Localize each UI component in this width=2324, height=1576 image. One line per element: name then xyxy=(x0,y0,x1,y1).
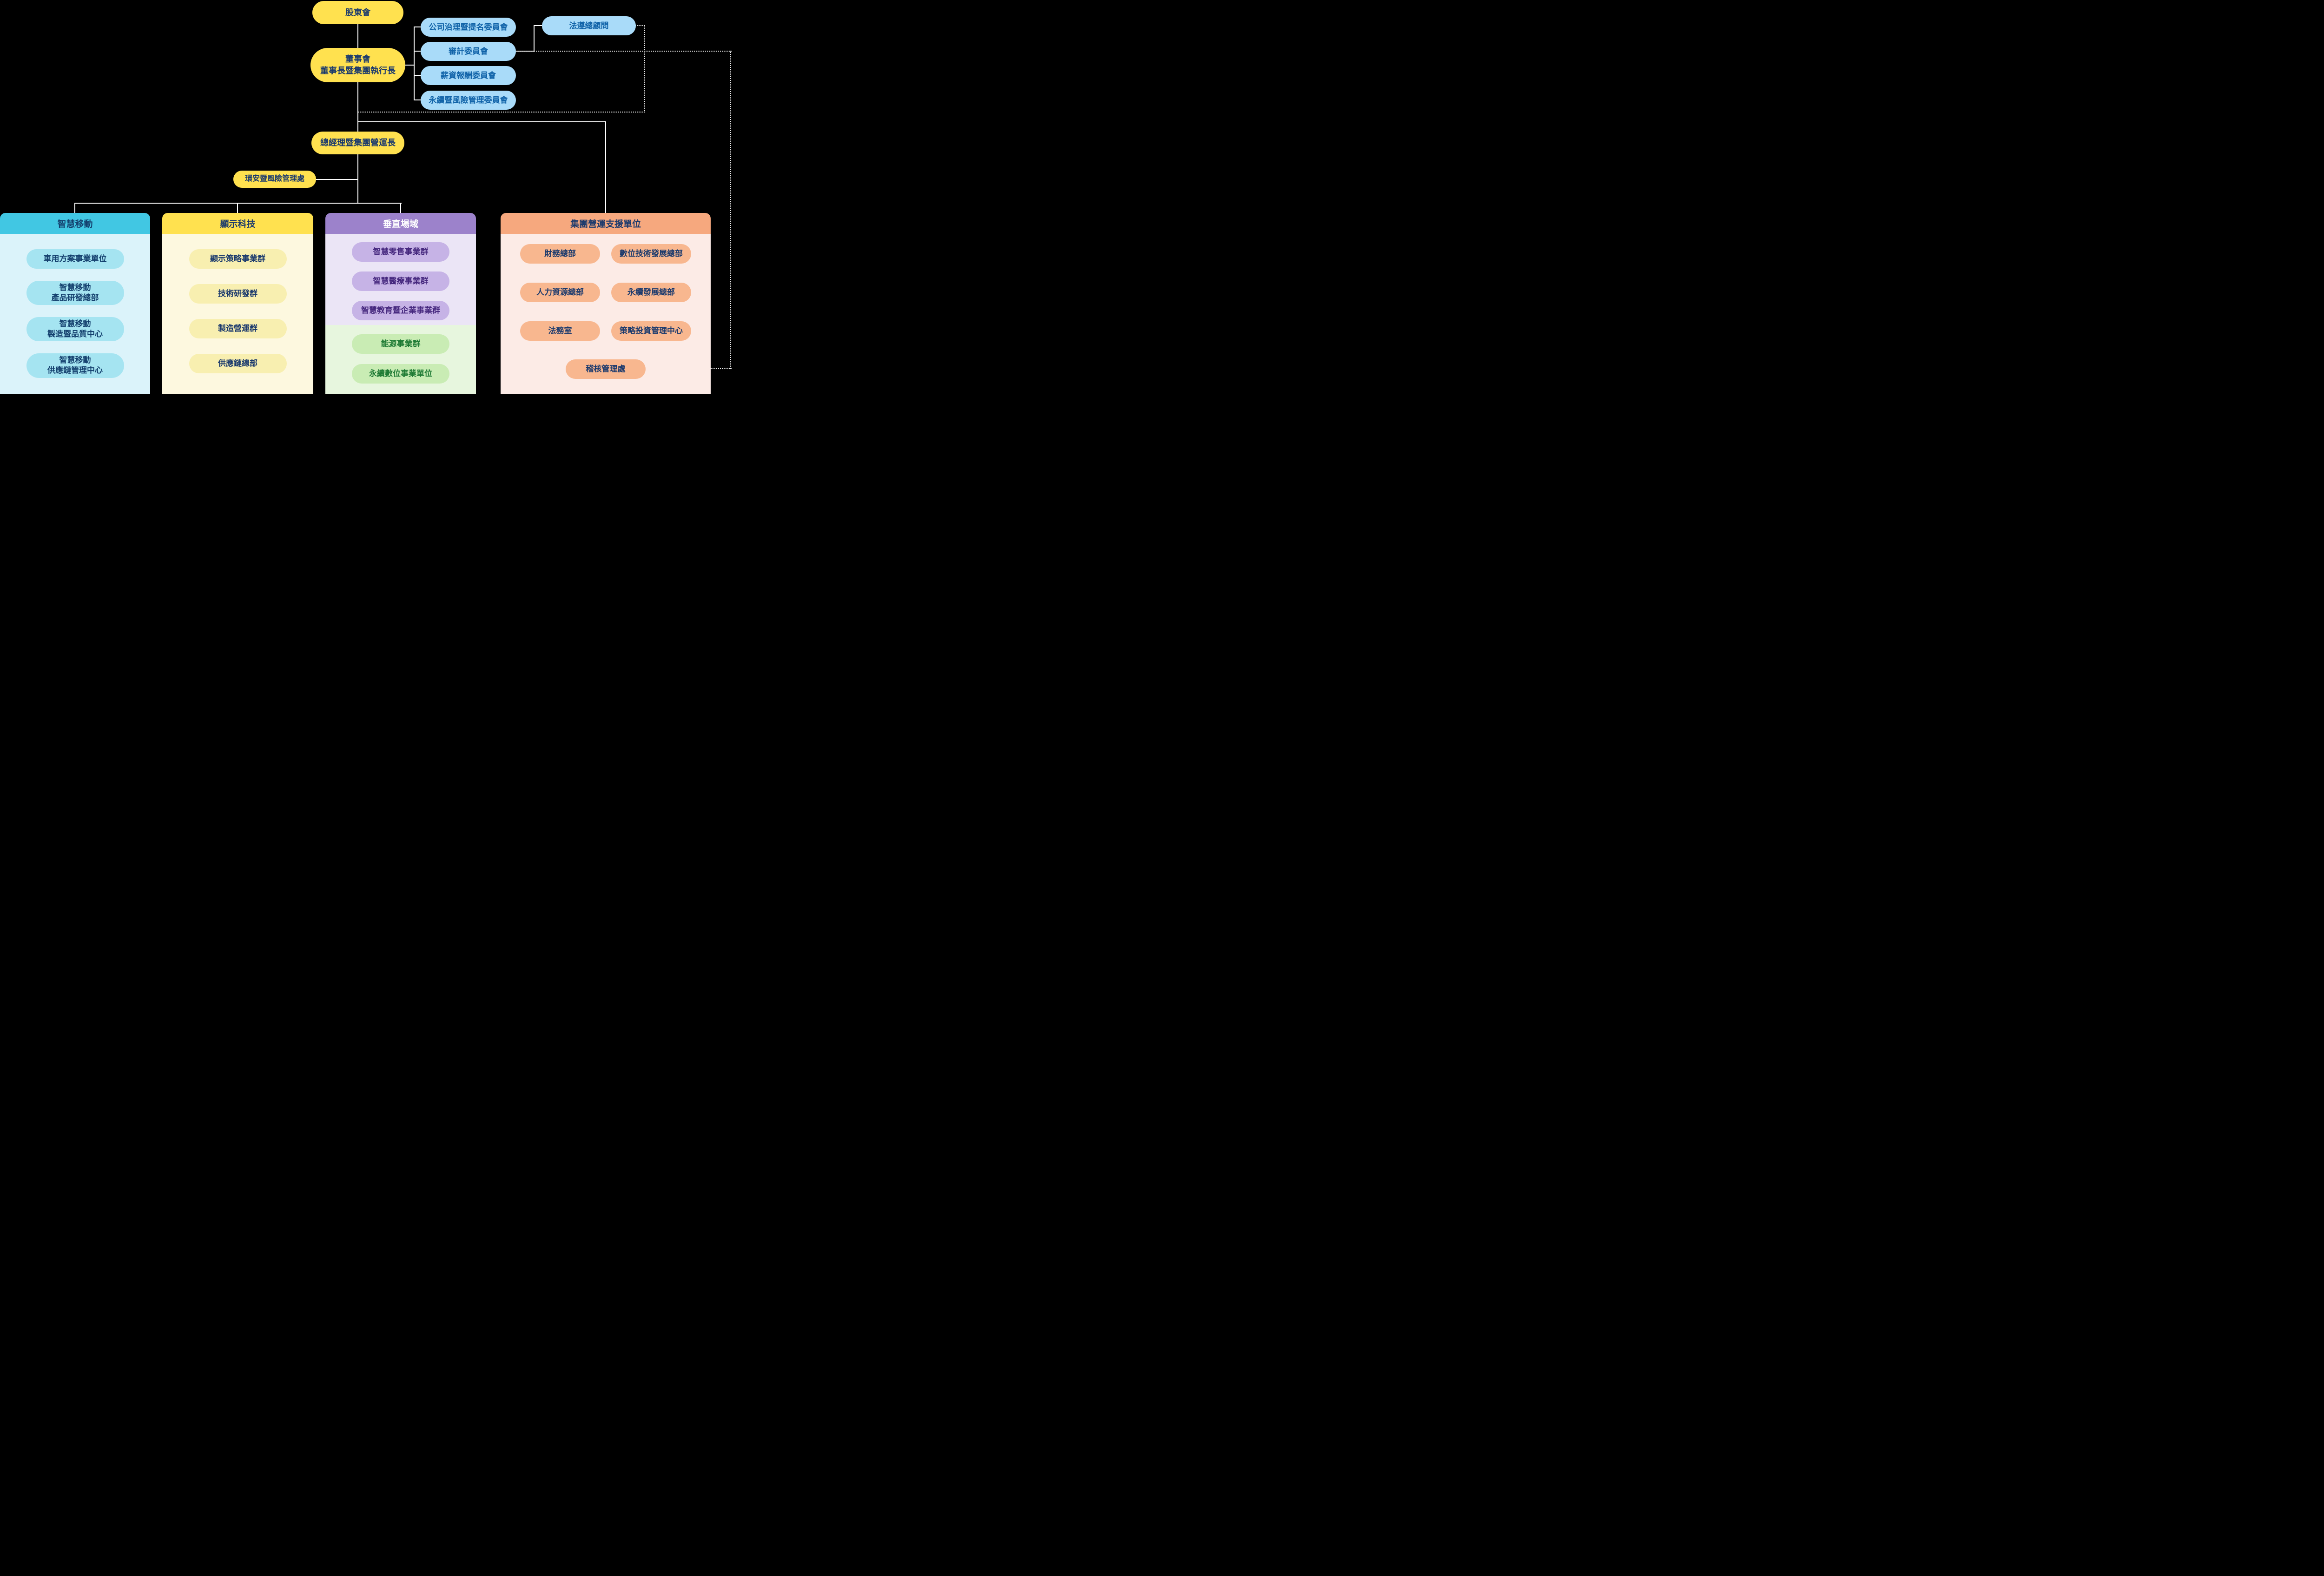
connector-stub-vertical xyxy=(400,203,401,213)
dotted-right-edge xyxy=(730,51,731,369)
group-card-support-units: 集團營運支援單位 財務總部 數位技術發展總部 人力資源總部 永續發展總部 法務室… xyxy=(501,213,711,394)
dotted-audit-to-edge xyxy=(516,51,732,52)
group-header-support-units: 集團營運支援單位 xyxy=(501,213,711,234)
unit-pill-energy: 能源事業群 xyxy=(352,334,449,354)
unit-pill-strategic-investment: 策略投資管理中心 xyxy=(611,321,691,341)
node-committee-compensation: 薪資報酬委員會 xyxy=(421,66,516,85)
unit-pill-mfg-quality: 智慧移動 製造暨品質中心 xyxy=(26,317,124,342)
unit-pill-supply-chain-mgmt: 智慧移動 供應鏈管理中心 xyxy=(26,353,124,378)
unit-pill-display-strategy: 顯示策略事業群 xyxy=(189,249,287,269)
connector-committee-4 xyxy=(414,99,421,100)
group-card-smart-mobility: 智慧移動 車用方案事業單位 智慧移動 產品研發總部 智慧移動 製造暨品質中心 智… xyxy=(0,213,150,394)
group-body-smart-mobility: 車用方案事業單位 智慧移動 產品研發總部 智慧移動 製造暨品質中心 智慧移動 供… xyxy=(0,234,150,394)
unit-pill-supply-chain-hq: 供應鏈總部 xyxy=(189,354,287,373)
node-committee-governance-nomination: 公司治理暨提名委員會 xyxy=(421,18,516,37)
connector-coo-distribution xyxy=(357,154,358,204)
unit-pill-digital-tech-hq: 數位技術發展總部 xyxy=(611,244,691,264)
node-committee-audit: 審計委員會 xyxy=(421,42,516,61)
unit-pill-legal-office: 法務室 xyxy=(520,321,600,341)
unit-pill-sustainable-digital: 永續數位事業單位 xyxy=(352,364,449,384)
group-header-vertical-domains: 垂直場域 xyxy=(325,213,476,234)
unit-pill-hr-hq: 人力資源總部 xyxy=(520,283,600,302)
unit-pill-automotive: 車用方案事業單位 xyxy=(26,249,124,269)
connector-committee-2 xyxy=(414,51,421,52)
connector-committee-1 xyxy=(414,26,421,27)
connector-board-support-h xyxy=(357,121,606,122)
node-board: 董事會 董事長暨集團執行長 xyxy=(310,48,405,82)
group-body-display-tech: 顯示策略事業群 技術研發群 製造營運群 供應鏈總部 xyxy=(162,234,313,394)
unit-pill-smart-medical: 智慧醫療事業群 xyxy=(352,271,449,291)
connector-shareholders-board xyxy=(357,24,358,49)
group-body-vertical-domains: 智慧零售事業群 智慧醫療事業群 智慧教育暨企業事業群 xyxy=(325,234,476,325)
unit-pill-mfg-operations: 製造營運群 xyxy=(189,319,287,338)
connector-committee-3 xyxy=(414,75,421,76)
group-card-vertical-domains: 垂直場域 智慧零售事業群 智慧醫療事業群 智慧教育暨企業事業群 能源事業群 永續… xyxy=(325,213,476,394)
org-chart-canvas: 股東會 董事會 董事長暨集團執行長 公司治理暨提名委員會 審計委員會 薪資報酬委… xyxy=(0,0,732,394)
dotted-compliance-down xyxy=(644,25,645,113)
unit-pill-tech-rd: 技術研發群 xyxy=(189,284,287,304)
connector-audit-compliance-v xyxy=(534,25,535,52)
support-units-grid: 財務總部 數位技術發展總部 人力資源總部 永續發展總部 法務室 策略投資管理中心 xyxy=(520,244,691,341)
node-coo: 總經理暨集團營運長 xyxy=(311,132,404,154)
group-card-display-tech: 顯示科技 顯示策略事業群 技術研發群 製造營運群 供應鏈總部 xyxy=(162,213,313,394)
connector-board-support-v xyxy=(605,121,606,213)
group-body-support-units: 財務總部 數位技術發展總部 人力資源總部 永續發展總部 法務室 策略投資管理中心… xyxy=(501,234,711,394)
node-ehs-risk-office: 環安暨風險管理處 xyxy=(233,171,316,188)
node-committee-sustainability-risk: 永續暨風險管理委員會 xyxy=(421,91,516,110)
connector-stub-mobility xyxy=(74,203,75,213)
group-body-green-energy: 能源事業群 永續數位事業單位 xyxy=(325,325,476,394)
connector-ehs xyxy=(315,179,358,180)
connector-board-committee-spine xyxy=(403,65,415,66)
node-chief-compliance-counsel: 法遵總顧問 xyxy=(542,16,636,35)
dotted-compliance-out xyxy=(635,25,645,26)
group-header-display-tech: 顯示科技 xyxy=(162,213,313,234)
connector-stub-display xyxy=(237,203,238,213)
unit-pill-product-rd: 智慧移動 產品研發總部 xyxy=(26,281,124,305)
group-header-smart-mobility: 智慧移動 xyxy=(0,213,150,234)
connector-audit-compliance-h2 xyxy=(534,25,542,26)
node-shareholders: 股東會 xyxy=(312,1,403,24)
unit-pill-smart-retail: 智慧零售事業群 xyxy=(352,242,449,262)
dotted-compliance-to-trunk xyxy=(358,112,645,113)
unit-pill-finance-hq: 財務總部 xyxy=(520,244,600,264)
connector-board-coo xyxy=(357,82,358,132)
connector-committee-spine xyxy=(414,26,415,100)
unit-pill-smart-education: 智慧教育暨企業事業群 xyxy=(352,301,449,320)
unit-pill-audit-office: 稽核管理處 xyxy=(566,359,646,379)
connector-distribution xyxy=(74,203,402,204)
unit-pill-sustainability-hq: 永續發展總部 xyxy=(611,283,691,302)
